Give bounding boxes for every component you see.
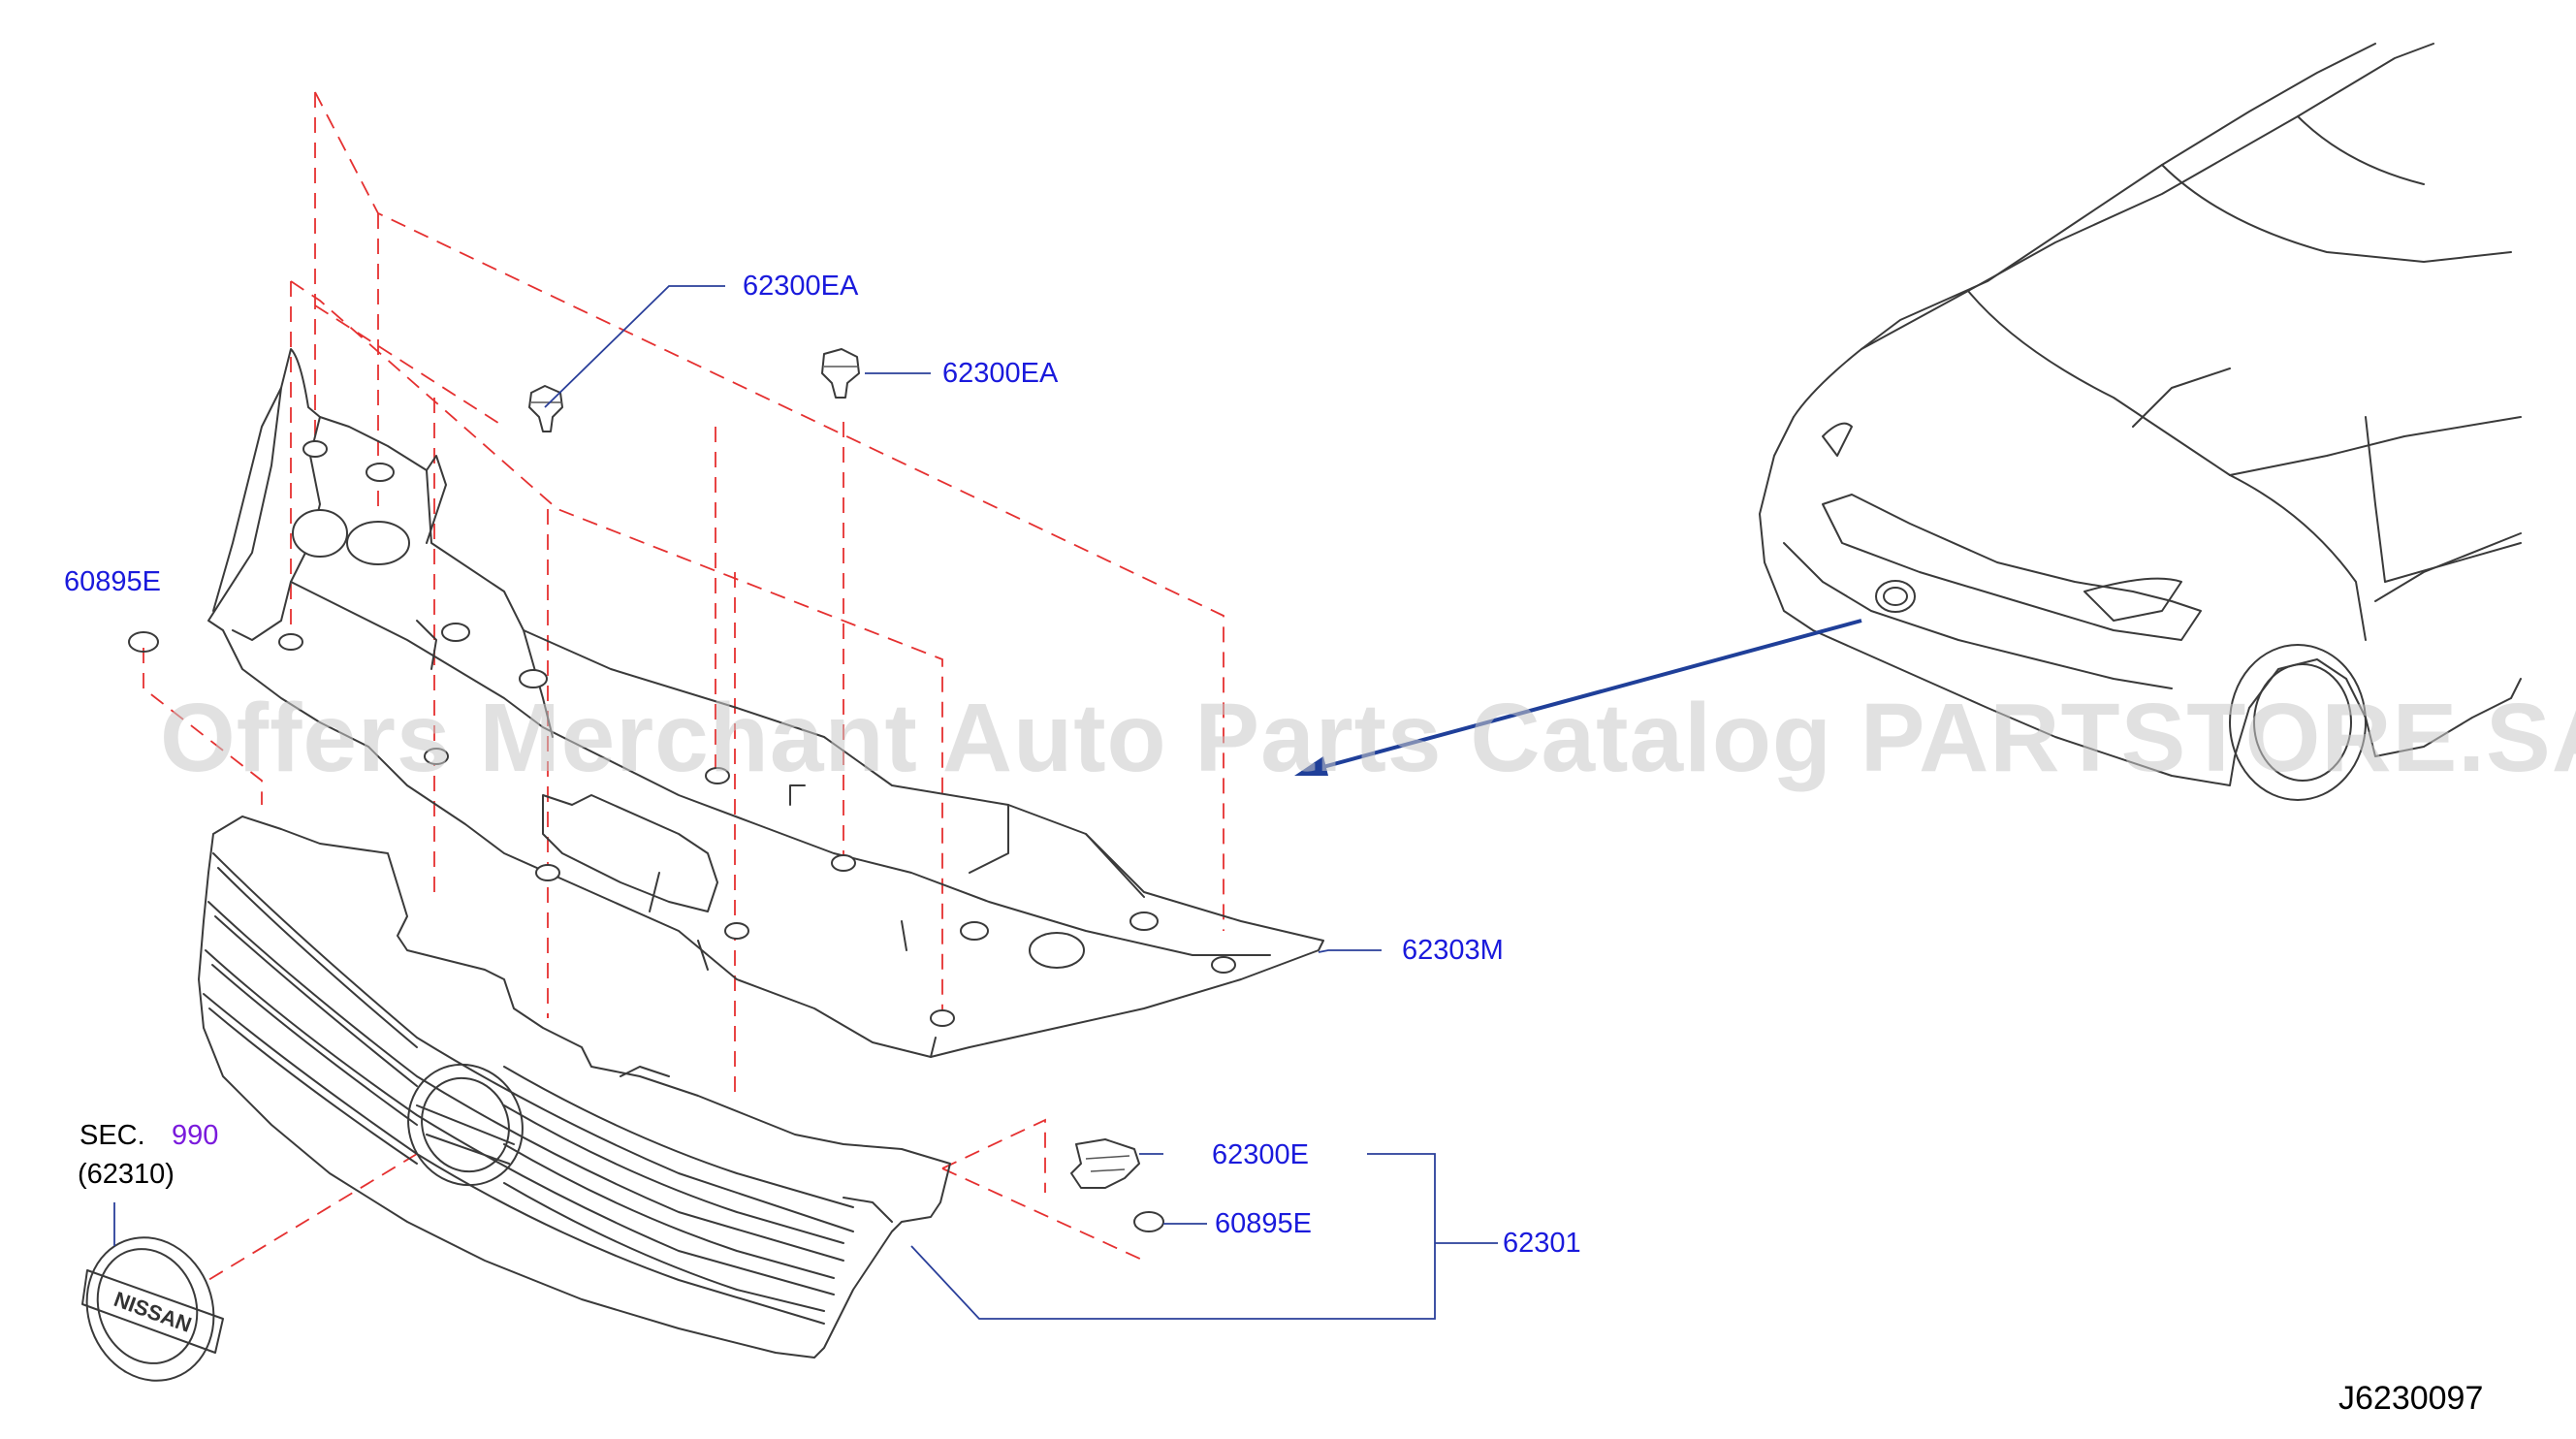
front-grille-62301 <box>198 815 951 1359</box>
section-number[interactable]: 990 <box>172 1120 218 1151</box>
cap-60895e-lower <box>1133 1211 1164 1232</box>
leader-lines <box>113 285 1498 1320</box>
watermark: Offers Merchant Auto Parts Catalog PARTS… <box>160 684 2576 792</box>
section-prefix: SEC. <box>80 1120 145 1151</box>
label-62300ea-left[interactable]: 62300EA <box>743 271 859 302</box>
label-62303m[interactable]: 62303M <box>1402 935 1504 966</box>
nissan-emblem: NISSAN <box>81 1236 224 1382</box>
label-60895e-left[interactable]: 60895E <box>64 566 161 597</box>
clip-62300ea-left <box>528 385 563 432</box>
label-62301[interactable]: 62301 <box>1503 1228 1581 1259</box>
label-62300e[interactable]: 62300E <box>1212 1139 1309 1170</box>
diagram-code: J6230097 <box>2338 1380 2483 1417</box>
alignment-lines <box>143 91 1224 1281</box>
section-sub: (62310) <box>78 1159 175 1190</box>
cap-60895e-left <box>128 631 159 653</box>
clip-62300ea-right <box>821 348 860 399</box>
label-62300ea-right[interactable]: 62300EA <box>942 358 1059 389</box>
label-60895e-lower[interactable]: 60895E <box>1215 1208 1312 1239</box>
vehicle-outline <box>1759 43 2522 801</box>
upper-cover-62303m <box>207 348 1324 1058</box>
clip-62300e <box>1070 1138 1140 1189</box>
location-arrow <box>1294 619 1862 776</box>
